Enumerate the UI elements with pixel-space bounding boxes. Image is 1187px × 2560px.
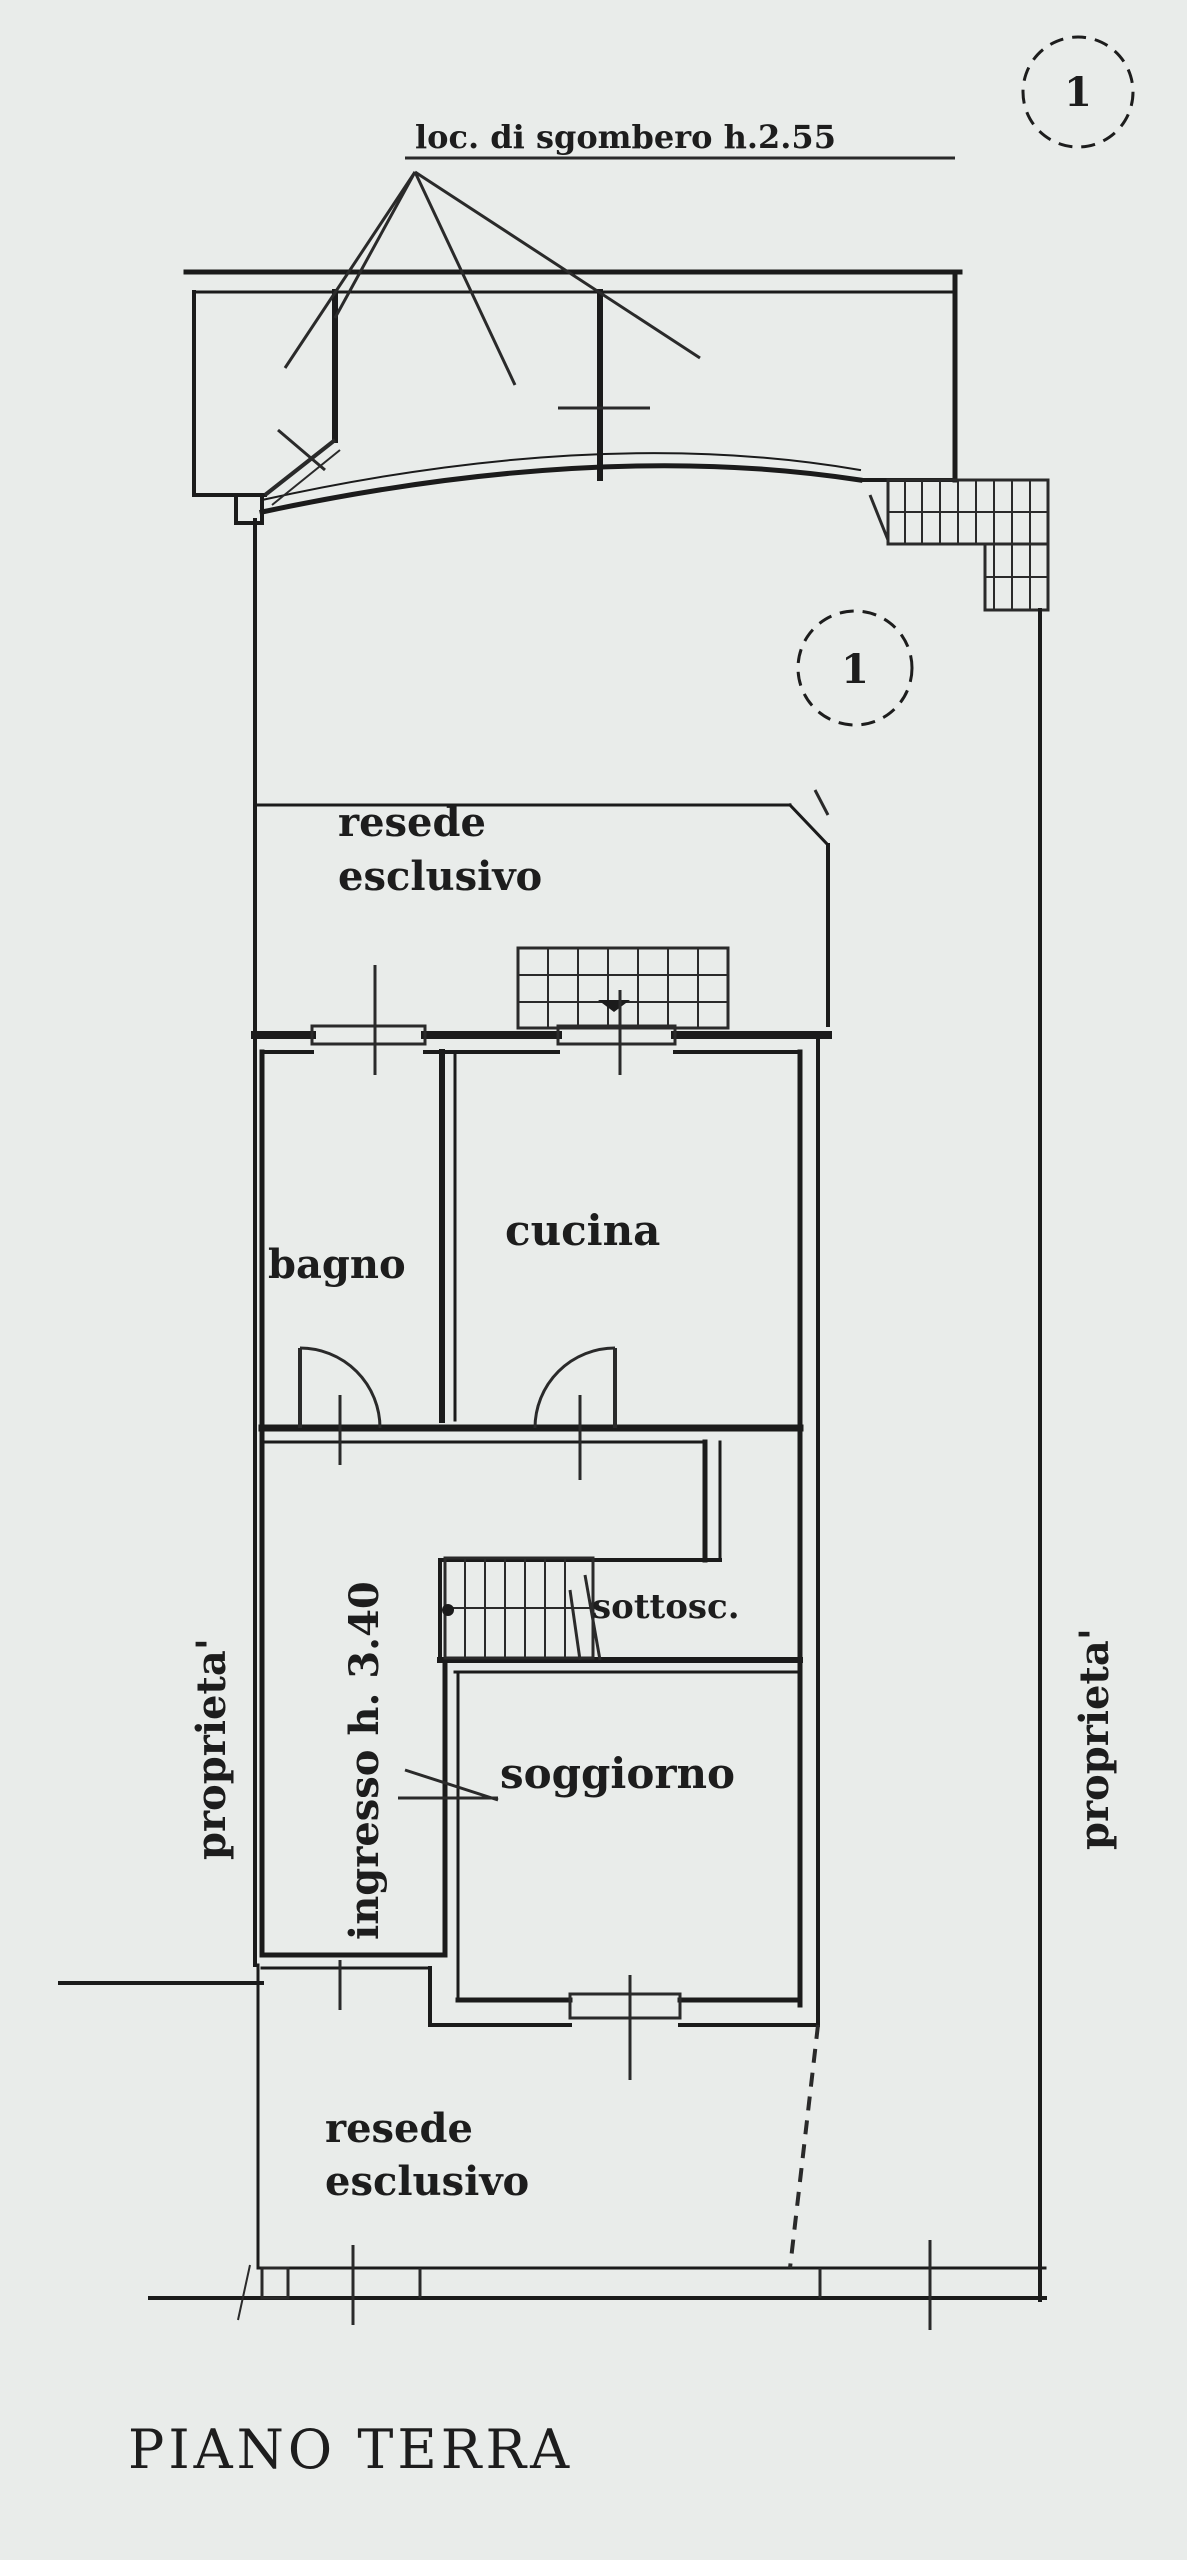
section-marker-top: 1: [1021, 35, 1135, 149]
svg-text:1: 1: [1064, 69, 1092, 116]
kitchen-door: [533, 1346, 617, 1480]
room-soggiorno-label: soggiorno: [500, 1749, 735, 1798]
bathroom-door: [298, 1346, 382, 1465]
storage-room: [183, 170, 963, 525]
living-marker: [404, 1768, 499, 1802]
plan-title: PIANO TERRA: [128, 2418, 573, 2481]
top-yard-walls: [253, 789, 831, 1027]
room-bagno-label: bagno: [268, 1241, 406, 1288]
bottom-yard: [58, 1981, 1047, 2330]
rear-steps: [516, 946, 730, 1030]
resede-bottom-label-1: resede: [325, 2105, 473, 2152]
resede-top-label-2: esclusivo: [338, 853, 542, 900]
neighbor-right-label: proprieta': [1071, 1628, 1118, 1850]
storage-room-note: loc. di sgombero h.2.55: [415, 118, 836, 156]
house-walls: [251, 965, 832, 2080]
room-sottoscala-label: sottosc.: [592, 1587, 740, 1627]
room-ingresso-label: ingresso h. 3.40: [341, 1581, 388, 1940]
room-cucina-label: cucina: [505, 1206, 660, 1255]
section-marker-yard: 1: [796, 609, 914, 727]
neighbor-left-label: proprieta': [188, 1638, 235, 1860]
svg-text:1: 1: [841, 646, 869, 693]
interior-stair: [442, 1556, 602, 1661]
resede-top-label-1: resede: [338, 799, 486, 846]
exterior-stair: [868, 478, 1050, 612]
resede-bottom-label-2: esclusivo: [325, 2158, 529, 2205]
